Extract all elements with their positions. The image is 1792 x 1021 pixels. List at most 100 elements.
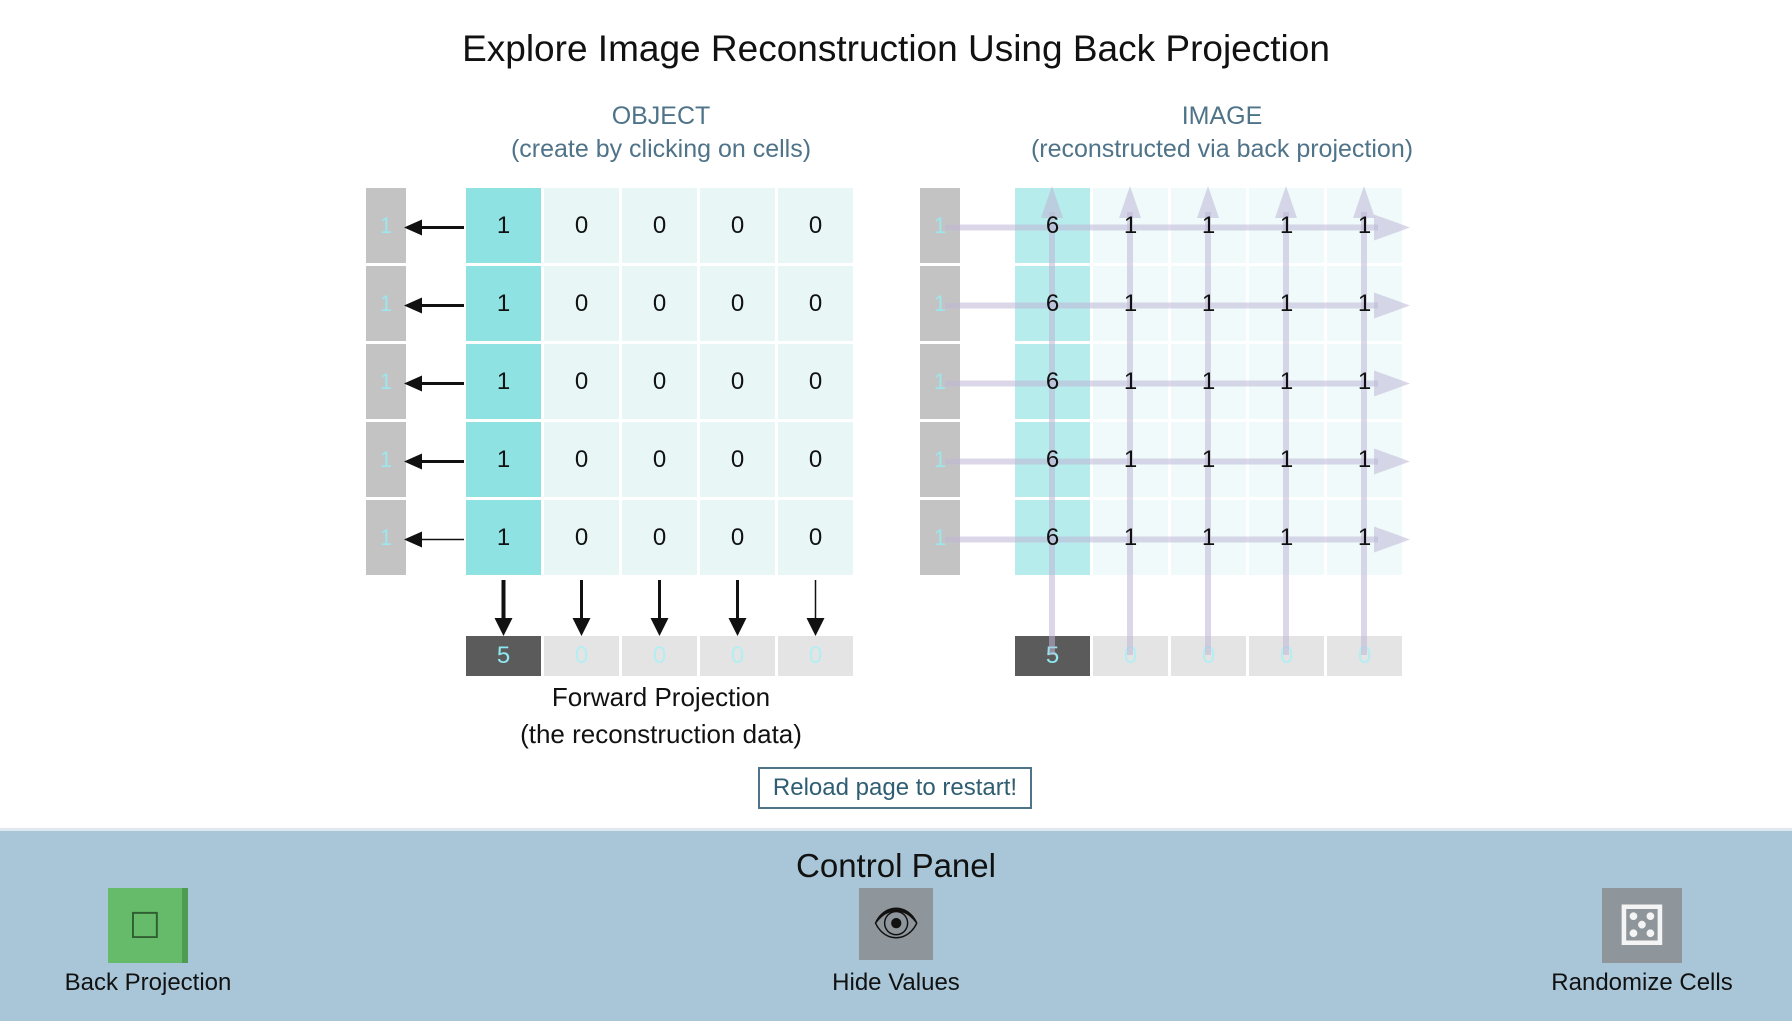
image-column-sum: 5 bbox=[1015, 636, 1090, 676]
object-row-sum: 1 bbox=[366, 344, 406, 419]
image-cell: 6 bbox=[1045, 211, 1060, 239]
row-projection-arrowhead bbox=[404, 219, 422, 236]
object-cell[interactable]: 0 bbox=[778, 344, 853, 419]
image-column-sum: 0 bbox=[1327, 636, 1402, 676]
object-column-sum: 0 bbox=[622, 636, 697, 676]
object-cell[interactable]: 0 bbox=[778, 188, 853, 263]
row-projection-arrowhead bbox=[404, 453, 422, 470]
object-cell[interactable]: 0 bbox=[700, 344, 775, 419]
image-cell: 1 bbox=[1123, 211, 1138, 239]
image-cell: 1 bbox=[1123, 523, 1138, 551]
object-cell[interactable]: 0 bbox=[778, 422, 853, 497]
object-column-sum: 0 bbox=[544, 636, 619, 676]
image-heading-subtitle: (reconstructed via back projection) bbox=[1030, 135, 1414, 163]
image-cell: 1 bbox=[1279, 211, 1294, 239]
page-title: Explore Image Reconstruction Using Back … bbox=[462, 28, 1330, 69]
image-cell: 6 bbox=[1045, 367, 1060, 395]
randomize-cells-button[interactable]: ⚄ bbox=[1602, 888, 1682, 963]
image-cell: 1 bbox=[1201, 523, 1216, 551]
image-row-sum: 1 bbox=[920, 266, 960, 341]
back-projection-button[interactable]: ☐ bbox=[108, 888, 188, 963]
image-row-sum: 1 bbox=[920, 344, 960, 419]
column-projection-arrowhead bbox=[650, 618, 669, 636]
image-cell: 1 bbox=[1279, 367, 1294, 395]
image-cell: 1 bbox=[1357, 211, 1372, 239]
forward-projection-title: Forward Projection bbox=[551, 682, 771, 712]
dice-icon: ⚄ bbox=[1617, 893, 1667, 957]
object-cell[interactable]: 1 bbox=[466, 344, 541, 419]
column-projection-arrowhead bbox=[572, 618, 591, 636]
object-cell[interactable]: 0 bbox=[544, 266, 619, 341]
object-row-sum: 1 bbox=[366, 266, 406, 341]
image-cell: 1 bbox=[1357, 367, 1372, 395]
object-cell[interactable]: 0 bbox=[622, 188, 697, 263]
image-cell: 1 bbox=[1357, 445, 1372, 473]
object-cell[interactable]: 0 bbox=[544, 188, 619, 263]
image-cell: 1 bbox=[1123, 289, 1138, 317]
image-cell: 1 bbox=[1201, 367, 1216, 395]
object-row-sum: 1 bbox=[366, 422, 406, 497]
control-panel: Control Panel ☐ Back Projection 👁 Hide V… bbox=[0, 828, 1792, 1021]
object-row-sum: 1 bbox=[366, 500, 406, 575]
object-cell[interactable]: 0 bbox=[700, 188, 775, 263]
image-cell: 1 bbox=[1279, 523, 1294, 551]
object-heading: OBJECT (create by clicking on cells) bbox=[500, 100, 822, 166]
checkbox-icon: ☐ bbox=[128, 904, 162, 946]
column-projection-arrowhead bbox=[494, 618, 513, 636]
image-column-sum: 0 bbox=[1171, 636, 1246, 676]
object-cell[interactable]: 0 bbox=[544, 344, 619, 419]
object-cell[interactable]: 0 bbox=[700, 500, 775, 575]
randomize-cells-label: Randomize Cells bbox=[1551, 969, 1733, 996]
image-cell: 1 bbox=[1279, 445, 1294, 473]
object-cell[interactable]: 0 bbox=[700, 422, 775, 497]
eye-icon: 👁 bbox=[871, 903, 921, 945]
object-cell[interactable]: 0 bbox=[622, 266, 697, 341]
row-projection-arrowhead bbox=[404, 375, 422, 392]
object-cell[interactable]: 0 bbox=[778, 266, 853, 341]
object-column-sum: 5 bbox=[466, 636, 541, 676]
object-cell[interactable]: 0 bbox=[544, 500, 619, 575]
column-projection-arrowhead bbox=[728, 618, 747, 636]
row-projection-arrowhead bbox=[404, 531, 422, 548]
object-cell[interactable]: 1 bbox=[466, 188, 541, 263]
row-projection-arrowhead bbox=[404, 297, 422, 314]
image-row-sum: 1 bbox=[920, 500, 960, 575]
image-cell: 6 bbox=[1045, 445, 1060, 473]
column-projection-arrowhead bbox=[806, 618, 825, 636]
image-cell: 6 bbox=[1045, 289, 1060, 317]
image-cell: 1 bbox=[1123, 445, 1138, 473]
image-cell: 1 bbox=[1357, 523, 1372, 551]
hide-values-label: Hide Values bbox=[832, 969, 960, 996]
object-cell[interactable]: 1 bbox=[466, 500, 541, 575]
image-cell: 1 bbox=[1357, 289, 1372, 317]
image-column-sum: 0 bbox=[1249, 636, 1324, 676]
object-cell[interactable]: 0 bbox=[778, 500, 853, 575]
object-cell[interactable]: 1 bbox=[466, 422, 541, 497]
object-cell[interactable]: 0 bbox=[700, 266, 775, 341]
hide-values-button[interactable]: 👁 bbox=[859, 888, 933, 960]
image-cell: 6 bbox=[1045, 523, 1060, 551]
object-column-sum: 0 bbox=[778, 636, 853, 676]
object-cell[interactable]: 0 bbox=[622, 422, 697, 497]
image-cell: 1 bbox=[1201, 445, 1216, 473]
object-cell[interactable]: 0 bbox=[544, 422, 619, 497]
forward-projection-caption: Forward Projection (the reconstruction d… bbox=[460, 679, 862, 753]
image-heading-title: IMAGE bbox=[1181, 102, 1263, 130]
image-cell: 1 bbox=[1123, 367, 1138, 395]
forward-projection-subtitle: (the reconstruction data) bbox=[520, 719, 802, 749]
image-cell: 1 bbox=[1279, 289, 1294, 317]
image-row-sum: 1 bbox=[920, 422, 960, 497]
image-row-sum: 1 bbox=[920, 188, 960, 263]
object-cell[interactable]: 0 bbox=[622, 500, 697, 575]
back-projection-label: Back Projection bbox=[64, 969, 232, 996]
image-heading: IMAGE (reconstructed via back projection… bbox=[1000, 100, 1444, 166]
reload-button[interactable]: Reload page to restart! bbox=[758, 767, 1032, 809]
image-column-sum: 0 bbox=[1093, 636, 1168, 676]
object-cell[interactable]: 0 bbox=[622, 344, 697, 419]
object-column-sum: 0 bbox=[700, 636, 775, 676]
object-cell[interactable]: 1 bbox=[466, 266, 541, 341]
control-panel-title: Control Panel bbox=[796, 847, 996, 884]
object-row-sum: 1 bbox=[366, 188, 406, 263]
image-cell: 1 bbox=[1201, 289, 1216, 317]
object-heading-title: OBJECT bbox=[611, 102, 711, 130]
